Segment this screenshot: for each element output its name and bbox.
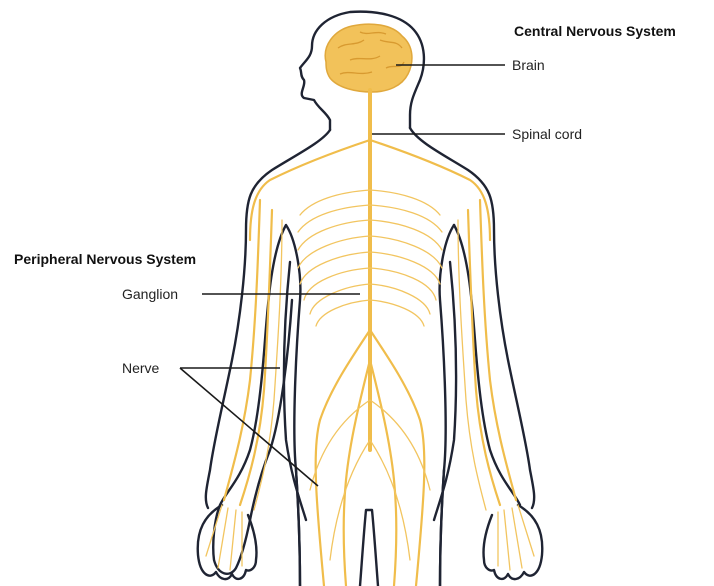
cns-heading: Central Nervous System [514, 23, 676, 39]
brain-shape [325, 24, 412, 92]
nerve-label: Nerve [122, 360, 160, 376]
brain-label: Brain [512, 57, 545, 73]
spinal-cord-label: Spinal cord [512, 126, 582, 142]
pns-heading: Peripheral Nervous System [14, 251, 196, 267]
ganglion-label: Ganglion [122, 286, 178, 302]
